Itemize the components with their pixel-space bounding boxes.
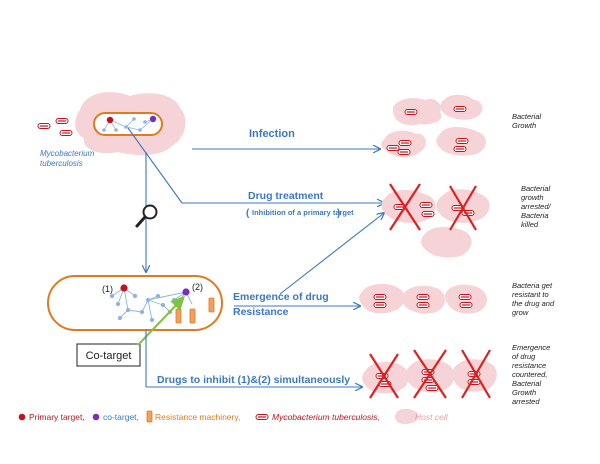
drug-treatment-close: ) bbox=[337, 208, 340, 219]
svg-text:Emergence: Emergence bbox=[512, 343, 550, 352]
drugs-label: Drugs to inhibit (1)&(2) simultaneously bbox=[157, 374, 350, 386]
drug-treatment-sub: Inhibition of a primary target bbox=[252, 208, 354, 217]
legend-resistance-icon bbox=[146, 410, 153, 423]
legend-host: Host cell bbox=[415, 412, 449, 422]
outcome-countered-text: Emergence of drug resistance countered, … bbox=[512, 343, 550, 406]
resistance-feedback-arrow bbox=[279, 213, 384, 295]
resistance-machinery bbox=[175, 297, 215, 324]
svg-text:resistance: resistance bbox=[512, 361, 546, 370]
legend-resistance: Resistance machinery, bbox=[155, 412, 240, 422]
co-target-box bbox=[76, 343, 141, 367]
legend-co: co-target, bbox=[103, 412, 139, 422]
svg-text:killed: killed bbox=[521, 220, 539, 229]
svg-text:growth: growth bbox=[521, 193, 544, 202]
emergence-label-1: Emergence of drug bbox=[233, 291, 329, 303]
svg-text:grow: grow bbox=[512, 308, 529, 317]
label-1: (1) bbox=[102, 284, 113, 294]
mini-network bbox=[102, 117, 154, 132]
legend: Primary target, co-target, Resistance ma… bbox=[18, 408, 449, 425]
outcome-resistant-text: Bacteria get resistant to the drug and g… bbox=[512, 281, 555, 317]
magnifier-icon bbox=[135, 204, 158, 228]
svg-text:the drug and: the drug and bbox=[512, 299, 555, 308]
free-bacteria bbox=[37, 117, 73, 137]
svg-text:Bacteria: Bacteria bbox=[521, 211, 549, 220]
legend-mtb: Mycobacterium tuberculosis, bbox=[272, 412, 380, 422]
svg-text:resistant to: resistant to bbox=[512, 290, 549, 299]
svg-text:Growth: Growth bbox=[512, 388, 536, 397]
drug-treatment-open: ( bbox=[246, 208, 250, 219]
svg-text:arrested/: arrested/ bbox=[521, 202, 552, 211]
legend-host-icon bbox=[394, 408, 419, 425]
label-2: (2) bbox=[192, 282, 203, 292]
arrested-crosses bbox=[389, 183, 477, 231]
outcome-arrested-cells bbox=[381, 189, 490, 258]
infection-label: Infection bbox=[249, 128, 295, 140]
target-network bbox=[109, 287, 193, 323]
outcome-growth-text: Bacterial Growth bbox=[512, 112, 542, 130]
co-target-2 bbox=[182, 288, 190, 296]
mtb-label-2: tuberculosis bbox=[40, 159, 83, 168]
co-target-box-label: Co-target bbox=[86, 350, 132, 362]
svg-text:of drug: of drug bbox=[512, 352, 536, 361]
legend-primary-dot bbox=[18, 413, 26, 421]
primary-target-1 bbox=[120, 284, 128, 292]
emergence-label-2: Resistance bbox=[233, 306, 289, 318]
co-target-dot bbox=[149, 115, 157, 123]
svg-text:Bacterial: Bacterial bbox=[512, 379, 542, 388]
svg-text:arrested: arrested bbox=[512, 397, 540, 406]
outcome-countered-cells bbox=[362, 359, 497, 394]
drug-treatment-label: Drug treatment bbox=[248, 190, 324, 202]
legend-primary: Primary target, bbox=[29, 412, 85, 422]
svg-text:Bacterial: Bacterial bbox=[521, 184, 551, 193]
countered-crosses bbox=[369, 349, 491, 399]
legend-mtb-icon bbox=[255, 413, 269, 421]
drug-treatment-line-a bbox=[127, 127, 183, 204]
mtb-label-1: Mycobacterium bbox=[40, 149, 95, 158]
svg-text:countered,: countered, bbox=[512, 370, 547, 379]
svg-text:Growth: Growth bbox=[512, 121, 536, 130]
svg-text:Bacteria get: Bacteria get bbox=[512, 281, 553, 290]
outcome-arrested-text: Bacterial growth arrested/ Bacteria kill… bbox=[521, 184, 552, 229]
legend-co-dot bbox=[92, 413, 100, 421]
primary-target-dot bbox=[106, 116, 114, 124]
svg-text:Bacterial: Bacterial bbox=[512, 112, 542, 121]
